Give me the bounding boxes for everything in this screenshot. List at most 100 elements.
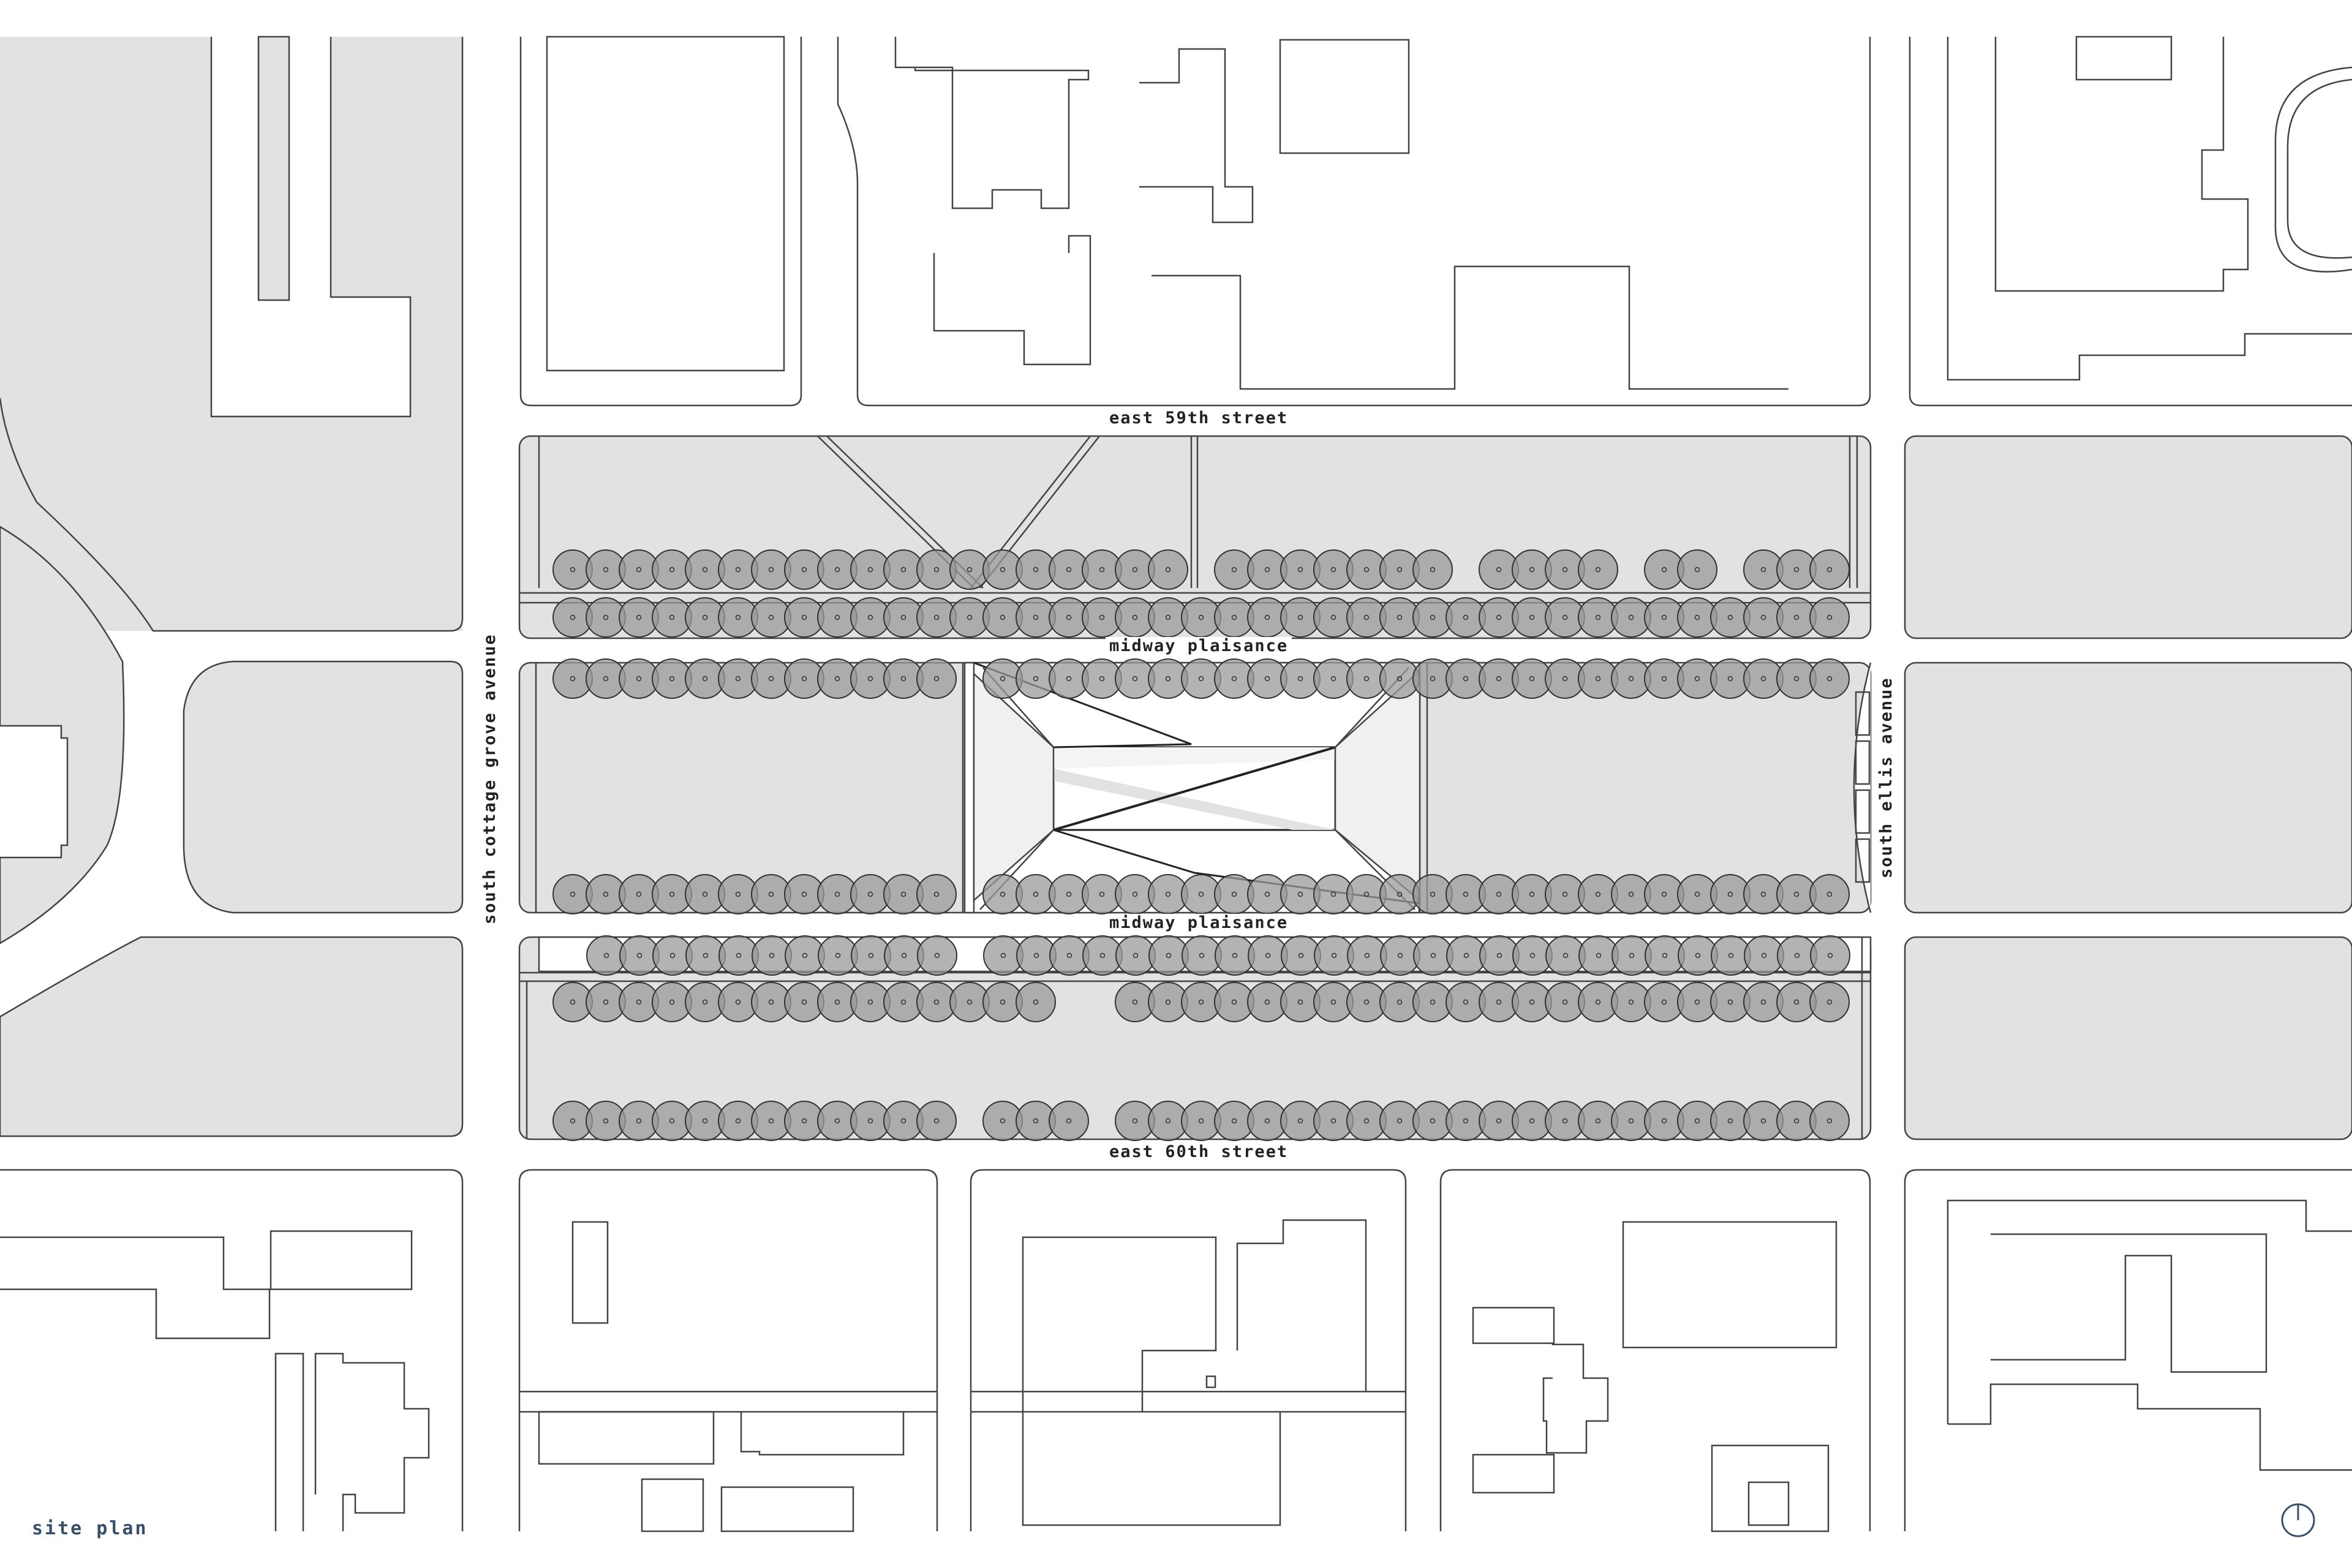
tree-trunk-icon — [1396, 999, 1403, 1005]
north-block-4 — [1909, 36, 2352, 407]
tree-trunk-icon — [1661, 999, 1667, 1005]
tree-trunk-icon — [735, 891, 741, 897]
tree-icon — [1578, 549, 1618, 590]
tree-trunk-icon — [768, 614, 774, 620]
tree-trunk-icon — [1628, 1118, 1634, 1124]
tree-trunk-icon — [868, 952, 874, 959]
tree-trunk-icon — [1562, 676, 1568, 682]
tree-trunk-icon — [636, 999, 642, 1005]
tree-trunk-icon — [1661, 891, 1667, 897]
tree-trunk-icon — [1396, 891, 1403, 897]
street-label-east-60th: east 60th street — [1106, 1143, 1292, 1161]
tree-trunk-icon — [1430, 676, 1436, 682]
tree-trunk-icon — [1727, 676, 1733, 682]
tree-trunk-icon — [801, 891, 807, 897]
tree-trunk-icon — [834, 1118, 840, 1124]
tree-trunk-icon — [1265, 952, 1271, 959]
tree-trunk-icon — [867, 676, 873, 682]
tree-trunk-icon — [1000, 676, 1006, 682]
tree-icon — [1412, 549, 1453, 590]
tree-trunk-icon — [933, 999, 940, 1005]
tree-trunk-icon — [603, 891, 609, 897]
tree-trunk-icon — [1694, 567, 1700, 573]
tree-trunk-icon — [1760, 891, 1766, 897]
tree-trunk-icon — [1761, 952, 1767, 959]
tree-trunk-icon — [1496, 567, 1502, 573]
tree-icon — [917, 935, 957, 976]
tree-trunk-icon — [570, 676, 576, 682]
tree-trunk-icon — [1661, 614, 1667, 620]
tree-trunk-icon — [1562, 567, 1568, 573]
street-label-midway-lower: midway plaisance — [1106, 914, 1292, 932]
tree-trunk-icon — [1231, 614, 1237, 620]
tree-trunk-icon — [1529, 999, 1535, 1005]
tree-trunk-icon — [1363, 567, 1370, 573]
tree-trunk-icon — [1000, 952, 1006, 959]
tree-trunk-icon — [1794, 952, 1800, 959]
tree-trunk-icon — [1396, 614, 1403, 620]
tree-trunk-icon — [1199, 952, 1205, 959]
east-blocks — [1904, 435, 2352, 1140]
tree-trunk-icon — [1793, 676, 1800, 682]
tree-trunk-icon — [1198, 1118, 1204, 1124]
tree-trunk-icon — [1231, 999, 1237, 1005]
tree-trunk-icon — [1264, 614, 1270, 620]
tree-trunk-icon — [702, 891, 708, 897]
tree-trunk-icon — [1363, 999, 1370, 1005]
tree-trunk-icon — [1496, 952, 1502, 959]
tree-trunk-icon — [703, 952, 709, 959]
tree-trunk-icon — [768, 999, 774, 1005]
tree-trunk-icon — [1033, 999, 1039, 1005]
tree-trunk-icon — [1595, 614, 1601, 620]
tree-trunk-icon — [1694, 999, 1700, 1005]
tree-trunk-icon — [636, 891, 642, 897]
tree-trunk-icon — [1165, 614, 1171, 620]
tree-trunk-icon — [768, 891, 774, 897]
tree-trunk-icon — [570, 614, 576, 620]
tree-trunk-icon — [1826, 567, 1833, 573]
tree-trunk-icon — [1430, 952, 1436, 959]
tree-trunk-icon — [933, 891, 940, 897]
tree-trunk-icon — [636, 567, 642, 573]
tree-trunk-icon — [867, 999, 873, 1005]
tree-trunk-icon — [735, 676, 741, 682]
tree-trunk-icon — [1595, 891, 1601, 897]
tree-trunk-icon — [900, 999, 907, 1005]
west-park-blocks — [0, 526, 464, 1137]
tree-trunk-icon — [1496, 891, 1502, 897]
tree-trunk-icon — [669, 952, 676, 959]
tree-trunk-icon — [1298, 952, 1304, 959]
tree-trunk-icon — [1099, 952, 1106, 959]
tree-trunk-icon — [1529, 891, 1535, 897]
tree-trunk-icon — [1331, 952, 1337, 959]
north-west-park-block — [0, 36, 464, 632]
tree-trunk-icon — [735, 614, 741, 620]
tree-trunk-icon — [1297, 891, 1303, 897]
tree-trunk-icon — [1132, 567, 1138, 573]
tree-trunk-icon — [834, 614, 840, 620]
tree-trunk-icon — [1066, 891, 1072, 897]
tree-trunk-icon — [603, 567, 609, 573]
tree-trunk-icon — [636, 614, 642, 620]
tree-trunk-icon — [1826, 1118, 1833, 1124]
tree-trunk-icon — [900, 567, 907, 573]
tree-trunk-icon — [1066, 952, 1072, 959]
tree-trunk-icon — [933, 1118, 940, 1124]
tree-trunk-icon — [1396, 1118, 1403, 1124]
tree-trunk-icon — [603, 614, 609, 620]
tree-trunk-icon — [1132, 614, 1138, 620]
tree-trunk-icon — [669, 891, 675, 897]
tree-trunk-icon — [801, 999, 807, 1005]
tree-trunk-icon — [901, 952, 907, 959]
tree-icon — [1677, 549, 1717, 590]
tree-trunk-icon — [1166, 952, 1172, 959]
tree-trunk-icon — [867, 567, 873, 573]
tree-trunk-icon — [1562, 1118, 1568, 1124]
tree-trunk-icon — [1330, 614, 1336, 620]
tree-trunk-icon — [1463, 676, 1469, 682]
tree-trunk-icon — [1363, 614, 1370, 620]
tree-trunk-icon — [1562, 891, 1568, 897]
tree-trunk-icon — [1330, 567, 1336, 573]
tree-trunk-icon — [669, 999, 675, 1005]
